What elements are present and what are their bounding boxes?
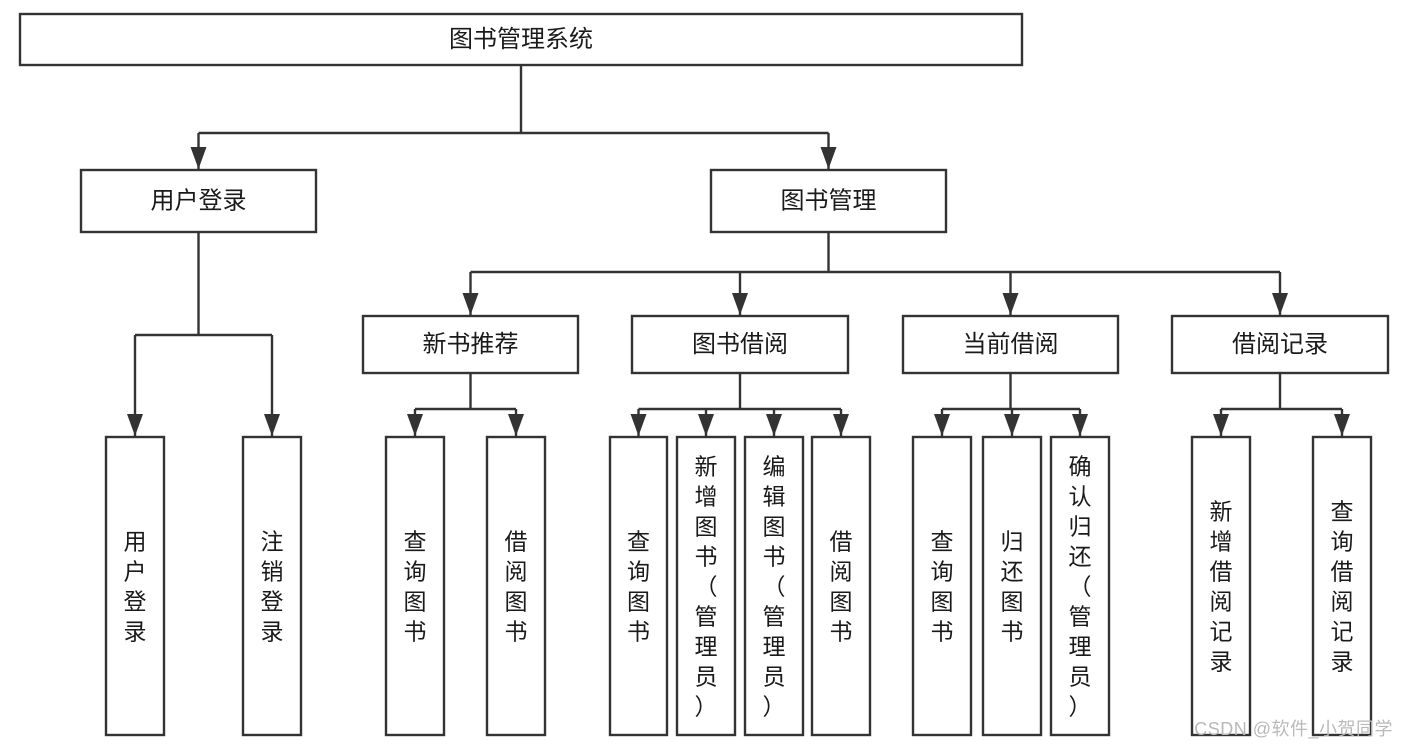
- node-label: 借阅图书: [505, 528, 528, 644]
- node-rect: [608, 435, 669, 737]
- node-rect: [709, 168, 948, 234]
- arrow-head: [190, 147, 207, 169]
- node-leaf-4[interactable]: 查询图书: [608, 435, 669, 737]
- node-rect: [901, 314, 1120, 375]
- arrow-head: [1272, 293, 1288, 315]
- arrow-head: [1072, 414, 1088, 436]
- node-label: 新书推荐: [423, 331, 519, 358]
- node-root-图书管理系统[interactable]: 图书管理系统: [18, 12, 1024, 67]
- arrow-head: [732, 293, 748, 315]
- node-label: 图书管理系统: [449, 26, 593, 53]
- node-leaf-3[interactable]: 借阅图书: [485, 435, 547, 737]
- node-label: 新增图书（管理员）: [695, 453, 718, 719]
- node-leaf-2[interactable]: 查询图书: [384, 435, 446, 737]
- arrow-head: [833, 414, 849, 436]
- node-label: 用户登录: [124, 528, 147, 644]
- node-rect: [79, 168, 318, 234]
- arrow-head: [630, 414, 647, 436]
- node-rect: [1190, 435, 1252, 737]
- node-label: 查询图书: [627, 528, 650, 644]
- arrow-head: [264, 414, 280, 436]
- node-label: 当前借阅: [963, 331, 1059, 358]
- node-label: 注销登录: [261, 528, 284, 644]
- node-leaf-6[interactable]: 编辑图书（管理员）: [743, 435, 805, 737]
- node-label: 用户登录: [151, 187, 247, 214]
- node-rect: [1170, 314, 1390, 375]
- node-label: 查询图书: [931, 528, 954, 644]
- node-rect: [981, 435, 1043, 737]
- arrow-head: [934, 414, 950, 436]
- arrow-head: [407, 414, 423, 436]
- node-leaf-10[interactable]: 确认归还（管理员）: [1049, 435, 1111, 737]
- node-leaf-7[interactable]: 借阅图书: [810, 435, 872, 737]
- node-rect: [361, 314, 580, 375]
- node-label: 编辑图书（管理员）: [763, 453, 786, 719]
- node-label: 查询借阅记录: [1331, 498, 1354, 674]
- node-label: 新增借阅记录: [1210, 498, 1233, 674]
- arrow-head: [698, 414, 714, 436]
- node-rect: [1049, 435, 1111, 737]
- node-l3-2[interactable]: 当前借阅: [901, 314, 1120, 375]
- arrow-head: [462, 293, 479, 315]
- arrow-head: [820, 147, 837, 169]
- node-l3-0[interactable]: 新书推荐: [361, 314, 580, 375]
- arrow-head: [1004, 414, 1020, 436]
- node-rect: [104, 435, 166, 737]
- node-l3-3[interactable]: 借阅记录: [1170, 314, 1390, 375]
- node-rect: [911, 435, 973, 737]
- node-leaf-11[interactable]: 新增借阅记录: [1190, 435, 1252, 737]
- arrow-head: [508, 414, 524, 436]
- node-label: 图书借阅: [692, 331, 788, 358]
- node-leaf-0[interactable]: 用户登录: [104, 435, 166, 737]
- node-leaf-9[interactable]: 归还图书: [981, 435, 1043, 737]
- node-rect: [18, 12, 1024, 67]
- node-rect: [1311, 435, 1373, 737]
- arrow-head: [1213, 414, 1229, 436]
- node-l2-0[interactable]: 用户登录: [79, 168, 318, 234]
- node-leaf-1[interactable]: 注销登录: [241, 435, 303, 737]
- node-boxes: 图书管理系统用户登录图书管理新书推荐图书借阅当前借阅借阅记录用户登录注销登录查询…: [18, 12, 1390, 737]
- node-label: 借阅图书: [830, 528, 853, 644]
- node-l3-1[interactable]: 图书借阅: [630, 314, 850, 375]
- arrow-head: [1334, 414, 1350, 436]
- node-label: 归还图书: [1001, 528, 1024, 644]
- arrow-head: [766, 414, 782, 436]
- node-leaf-5[interactable]: 新增图书（管理员）: [675, 435, 737, 737]
- arrow-head: [127, 414, 143, 436]
- node-rect: [630, 314, 850, 375]
- node-rect: [743, 435, 805, 737]
- node-label: 借阅记录: [1232, 331, 1328, 358]
- node-rect: [810, 435, 872, 737]
- node-label: 查询图书: [404, 528, 427, 644]
- arrow-head: [1002, 293, 1019, 315]
- node-rect: [485, 435, 547, 737]
- node-leaf-8[interactable]: 查询图书: [911, 435, 973, 737]
- node-label: 图书管理: [781, 187, 877, 214]
- node-label: 确认归还（管理员）: [1069, 453, 1092, 719]
- connector-lines: [127, 65, 1350, 436]
- node-l2-1[interactable]: 图书管理: [709, 168, 948, 234]
- node-leaf-12[interactable]: 查询借阅记录: [1311, 435, 1373, 737]
- node-rect: [241, 435, 303, 737]
- node-rect: [675, 435, 737, 737]
- node-rect: [384, 435, 446, 737]
